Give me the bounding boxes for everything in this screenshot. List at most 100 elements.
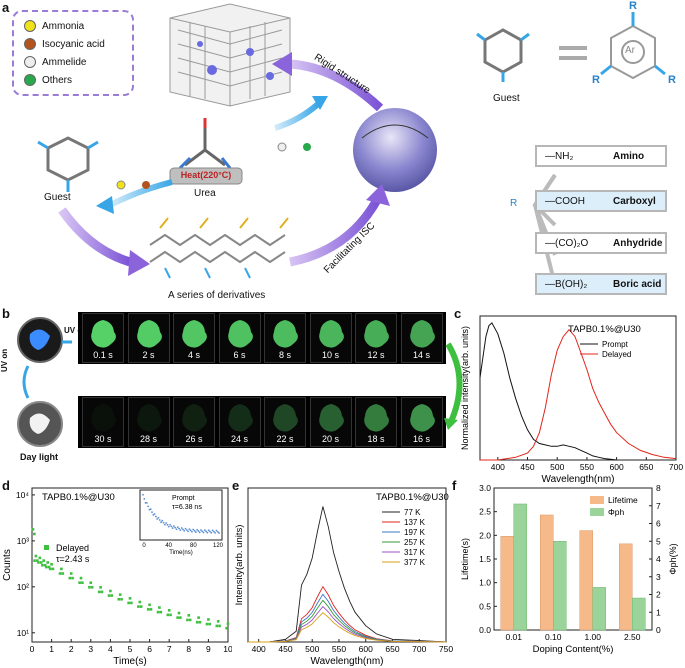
leaf-glow-icon xyxy=(227,404,253,432)
chart-d-point xyxy=(225,626,228,630)
chart-f-ytick2-label: 0 xyxy=(656,625,661,635)
chart-d-inset-point xyxy=(198,531,201,534)
chart-f-ytick-label: 0.5 xyxy=(479,601,491,611)
chart-d-inset-point xyxy=(175,528,178,531)
chart-d-inset-point xyxy=(152,514,155,516)
chart-d-legend-label: Delayed xyxy=(56,543,89,553)
chart-d-point xyxy=(148,603,151,607)
chart-d-inset-point xyxy=(212,530,215,533)
chart-d-inset-point xyxy=(192,528,195,531)
leaf-glow-icon xyxy=(91,320,116,348)
legend-label: Isocyanic acid xyxy=(42,38,105,50)
legend-item: Ammelide xyxy=(24,56,86,68)
chart-d-ytick-label: 10⁴ xyxy=(16,490,29,500)
chart-e-xtick-label: 550 xyxy=(332,644,346,654)
legend-label: Ammelide xyxy=(42,56,87,68)
chart-f-ytick2-label: 7 xyxy=(656,501,661,511)
chart-d-inset-point xyxy=(196,528,199,531)
guest-molecule-icon xyxy=(37,136,99,192)
chart-f-ytick-label: 1.0 xyxy=(479,578,491,588)
chart-d-xtick-label: 3 xyxy=(88,644,93,654)
chart-d-point xyxy=(107,594,111,597)
chart-d-point xyxy=(149,608,153,611)
chart-d-point xyxy=(88,585,91,589)
chart-d-point xyxy=(45,565,48,569)
chart-d-ytick-label: 10¹ xyxy=(17,628,29,638)
panel-label-e: e xyxy=(232,478,240,493)
leaf-glow-icon xyxy=(182,320,207,348)
chart-d-inset-point xyxy=(179,529,182,532)
chart-d-point xyxy=(127,601,130,605)
afterglow-frame: 16 s xyxy=(400,397,443,447)
chart-d-inset-point xyxy=(149,508,152,511)
urea-label: Urea xyxy=(194,188,216,199)
ammonia-dot-icon xyxy=(24,20,36,32)
chart-f-ytick2-label: 8 xyxy=(656,483,661,493)
chart-d-inset-xtick: 80 xyxy=(190,543,197,549)
chart-f-bar-phph xyxy=(553,541,567,631)
chart-d-inset-point xyxy=(202,531,205,534)
frame-time-label: 20 s xyxy=(321,434,339,444)
frame-time-label: 8 s xyxy=(278,350,291,360)
substituent-group: —B(OH)₂ xyxy=(545,278,588,290)
chart-d-ytick-label: 10³ xyxy=(17,536,29,546)
chart-f-ytick-label: 3.0 xyxy=(479,483,491,493)
chart-f-xtick-label: 0.10 xyxy=(545,632,562,642)
afterglow-frame: 0.1 s xyxy=(82,313,124,363)
frame-time-label: 30 s xyxy=(94,434,112,444)
chart-d-annotation: τ=2.43 s xyxy=(56,554,90,564)
afterglow-frame: 30 s xyxy=(82,397,124,447)
leaf-glow-icon xyxy=(273,320,298,348)
chart-d-inset-point xyxy=(218,532,220,534)
chart-d-inset-annotation: τ=6.38 ns xyxy=(172,504,202,511)
chart-d-xtick-label: 2 xyxy=(69,644,74,654)
chart-d-inset-point xyxy=(176,526,179,529)
chart-d-inset-point xyxy=(156,518,159,520)
chart-d-inset-point xyxy=(171,527,174,529)
guest-molecule-icon-right xyxy=(476,28,530,82)
chart-d-point xyxy=(205,622,209,626)
chart-d-xtick-label: 5 xyxy=(128,644,133,654)
chart-c-legend-label: Delayed xyxy=(602,350,631,359)
panel-label-a: a xyxy=(2,0,10,15)
chart-c-title: TAPB0.1%@U30 xyxy=(568,324,641,335)
leaf-glow-icon xyxy=(318,404,344,432)
chart-f-bar-lifetime xyxy=(500,536,514,631)
chart-d-point xyxy=(41,563,44,567)
chart-d-point xyxy=(216,620,220,623)
chart-d-ytick-label: 10² xyxy=(17,582,29,592)
aryl-ring-icon xyxy=(600,12,666,80)
chart-e-legend-label: 77 K xyxy=(404,508,421,517)
chart-d-point xyxy=(215,624,219,628)
chart-d-point xyxy=(166,613,170,617)
chart-e-xlabel: Wavelength(nm) xyxy=(311,656,384,667)
leaf-glow-icon xyxy=(364,320,389,348)
chart-c-xtick-label: 650 xyxy=(639,462,653,472)
chart-d-inset-xtick: 0 xyxy=(142,543,146,549)
frame-time-label: 14 s xyxy=(412,350,430,360)
chart-d-title: TAPB0.1%@U30 xyxy=(42,492,115,503)
chart-d-xlabel: Time(s) xyxy=(113,656,147,667)
uv-off-label: UV off xyxy=(64,326,88,335)
afterglow-frame: 12 s xyxy=(355,313,397,363)
frame-time-label: 28 s xyxy=(139,434,157,444)
frame-time-label: 12 s xyxy=(367,350,385,360)
chart-f-ytick-label: 2.5 xyxy=(479,507,491,517)
chart-f-legend-swatch xyxy=(590,496,604,504)
chart-d-inset-point xyxy=(197,530,200,532)
frame-time-label: 26 s xyxy=(185,434,203,444)
legend-item: Isocyanic acid xyxy=(24,38,105,50)
chart-e-xtick-label: 400 xyxy=(252,644,266,654)
derivatives-chain-icon xyxy=(149,217,289,279)
chart-f-ytick-label: 1.5 xyxy=(479,554,491,564)
chart-d-inset-point xyxy=(163,523,166,526)
chart-f-legend-label: Lifetime xyxy=(608,495,638,505)
chart-d-point xyxy=(208,622,212,626)
substituent-name: Amino xyxy=(613,150,645,162)
chart-c-xtick-label: 450 xyxy=(520,462,534,472)
chart-d-inset-xlabel: Time(ns) xyxy=(169,550,192,556)
